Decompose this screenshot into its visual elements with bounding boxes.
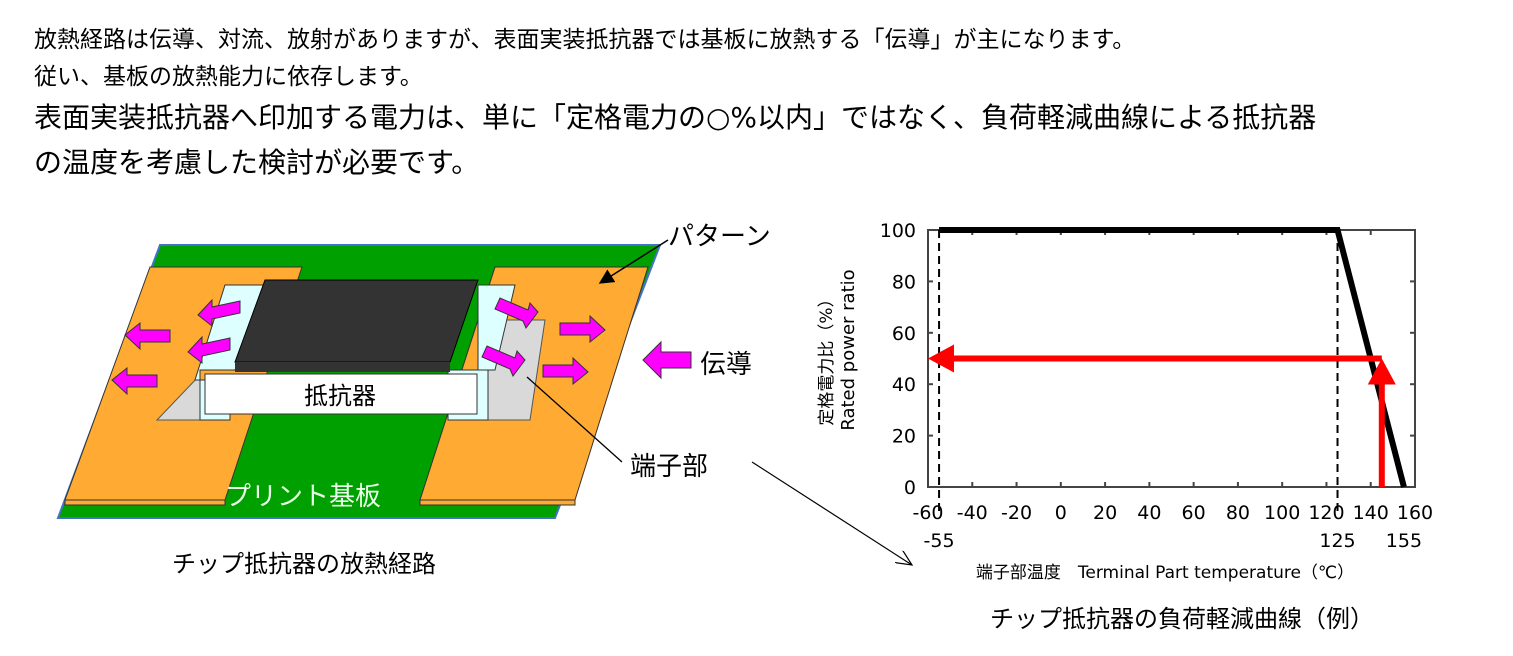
heat-arrow-icon — [124, 321, 171, 351]
conduction-label: 伝導 — [700, 350, 752, 380]
x-tick-label: -40 — [957, 502, 988, 524]
x-extra-tick-label: 155 — [1386, 530, 1422, 552]
y-axis-label-ja: 定格電力比（%） — [817, 290, 837, 425]
y-tick-label: 0 — [904, 477, 916, 499]
x-tick-label: 160 — [1397, 502, 1433, 524]
terminal-label: 端子部 — [630, 452, 708, 482]
board-label: プリント基板 — [225, 482, 381, 512]
x-tick-label: 100 — [1264, 502, 1300, 524]
x-axis-label: 端子部温度 Terminal Part temperature（℃） — [976, 563, 1354, 583]
x-tick-label: 140 — [1353, 502, 1389, 524]
intro-line-3: 表面実装抵抗器へ印加する電力は、単に「定格電力の○%以内」ではなく、負荷軽減曲線… — [34, 101, 1317, 134]
resistor-label: 抵抗器 — [304, 382, 376, 410]
y-tick-label: 80 — [892, 271, 916, 293]
heat-arrow-icon — [542, 356, 589, 386]
heat-flow-arrows — [111, 297, 692, 396]
resistor-body-side — [235, 362, 450, 372]
resistor-label-box — [204, 373, 478, 415]
heat-arrow-icon — [197, 298, 241, 328]
x-tick-label: 0 — [1055, 502, 1067, 524]
intro-line-1: 放熱経路は伝導、対流、放射がありますが、表面実装抵抗器では基板に放熱する「伝導」… — [34, 27, 1136, 53]
resistor-body-top — [234, 279, 479, 363]
chart-title: チップ抵抗器の負荷軽減曲線（例） — [990, 605, 1374, 633]
x-extra-tick-label: -55 — [924, 530, 955, 552]
terminal-pointer — [526, 376, 623, 463]
y-tick-label: 20 — [892, 426, 916, 448]
heat-arrow-icon — [481, 345, 526, 377]
pattern-label: パターン — [668, 222, 771, 252]
pattern-pointer — [598, 239, 669, 284]
y-axis-label-en: Rated power ratio — [838, 269, 859, 430]
conduction-legend-arrow-icon — [642, 340, 692, 380]
intro-line-2: 従い、基板の放熱能力に依存します。 — [34, 64, 423, 90]
heat-dissipation-diagram: 抵抗器 プリント基板 パターン 伝導 端子部 チップ抵抗器の放熱経路 — [56, 222, 912, 578]
heat-arrow-icon — [559, 314, 606, 344]
red-arrow-head-icon — [928, 344, 954, 373]
y-tick-label: 60 — [892, 323, 916, 345]
diagram-caption: チップ抵抗器の放熱経路 — [172, 550, 436, 578]
x-tick-label: 80 — [1226, 502, 1250, 524]
y-tick-label: 100 — [880, 220, 916, 242]
x-tick-label: -60 — [912, 502, 943, 524]
intro-line-4: の温度を考慮した検討が必要です。 — [34, 146, 480, 179]
x-tick-label: 120 — [1308, 502, 1344, 524]
right-pad-edge — [419, 499, 576, 506]
y-tick-label: 40 — [892, 374, 916, 396]
left-pad-edge — [64, 499, 226, 506]
derating-chart: -60 -40 -20 0 20 40 60 80 100 120 140 160 0 20 40 60 80 1… — [817, 220, 1433, 633]
heat-arrow-icon — [111, 366, 158, 396]
heat-arrow-icon — [187, 335, 231, 365]
heat-arrow-icon — [494, 297, 539, 329]
red-arrow-head-icon — [1367, 358, 1396, 385]
x-extra-tick-label: 125 — [1319, 530, 1355, 552]
x-tick-label: 40 — [1137, 502, 1161, 524]
x-tick-label: -20 — [1001, 502, 1032, 524]
x-tick-label: 20 — [1093, 502, 1117, 524]
terminal-to-chart-pointer — [751, 461, 912, 565]
x-tick-label: 60 — [1182, 502, 1206, 524]
